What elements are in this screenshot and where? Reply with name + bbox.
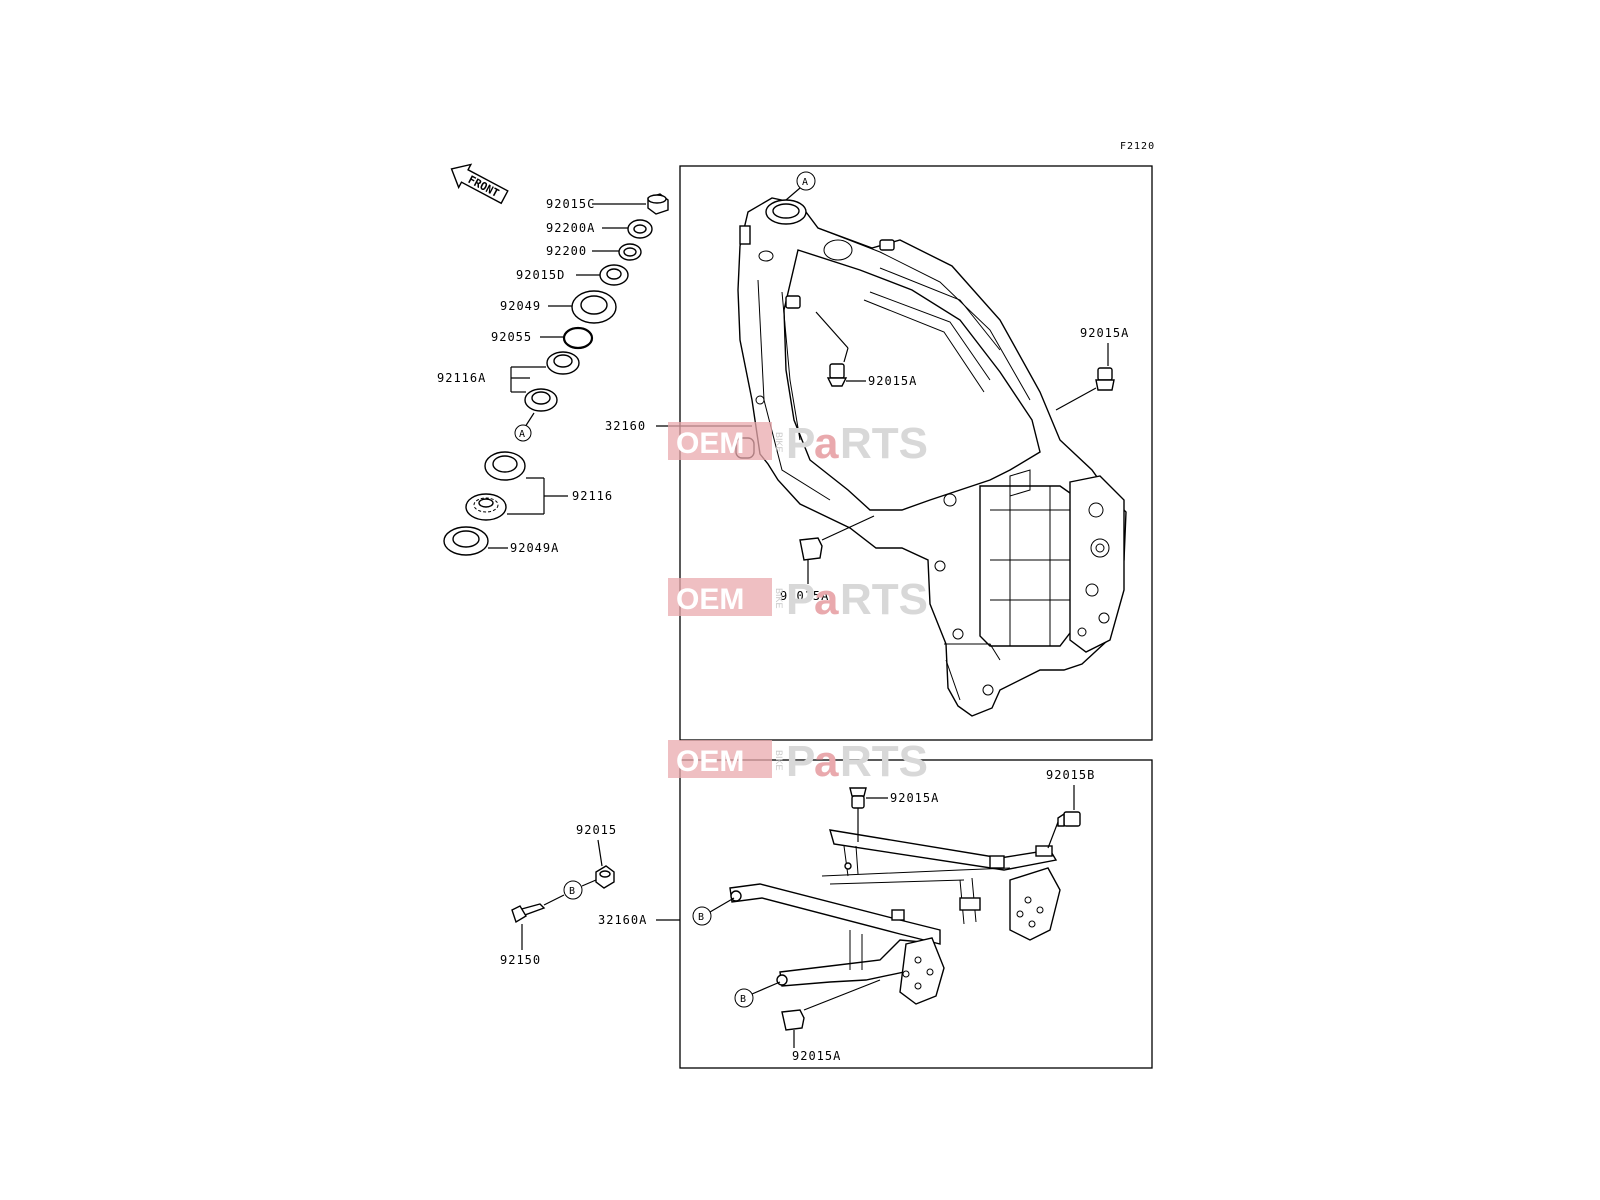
svg-text:OEM: OEM (676, 427, 744, 460)
locknut-icon (599, 264, 629, 286)
steering-stem-nut-icon (647, 193, 669, 215)
bolt-icon (781, 1009, 805, 1031)
callout-b-fastener (563, 880, 583, 900)
part-label-92200: 92200 (546, 244, 587, 258)
watermark-logo: OEM BIKE P a RTS (668, 575, 928, 624)
bolt-icon (511, 903, 546, 924)
washer-icon (618, 243, 642, 261)
svg-text:BIKE: BIKE (774, 750, 784, 771)
part-label-92015b: 92015B (1046, 768, 1095, 782)
callout-b-subframe-lower (734, 988, 754, 1008)
bolt-icon (826, 363, 848, 387)
seal-icon (443, 526, 489, 556)
subframe-drawing (729, 829, 1061, 1005)
part-label-92015a-frame-lower: 92015A (780, 589, 829, 603)
part-label-92116: 92116 (572, 489, 613, 503)
callout-b-subframe-lower-label: B (740, 994, 746, 1005)
svg-text:a: a (814, 575, 839, 624)
callout-b-subframe-upper-label: B (698, 912, 704, 923)
bearing-race-icon (484, 451, 526, 481)
part-label-92055: 92055 (491, 330, 532, 344)
bearing-race-icon (546, 351, 580, 375)
part-label-92015: 92015 (576, 823, 617, 837)
callout-a-steering-label: A (519, 429, 525, 440)
svg-text:a: a (814, 419, 839, 468)
callout-b-subframe-upper (692, 906, 712, 926)
watermark-logo: OEM BIKE P a RTS (668, 737, 928, 786)
svg-text:BIKE: BIKE (774, 588, 784, 609)
bolt-icon (1057, 811, 1081, 827)
bolt-icon (849, 787, 867, 809)
tapered-bearing-icon (465, 493, 507, 521)
part-label-92015a-subframe-bottom: 92015A (792, 1049, 841, 1063)
svg-text:P: P (786, 737, 815, 786)
front-arrow-icon: FRONT (450, 163, 509, 205)
main-frame-drawing (735, 197, 1127, 717)
callout-b-fastener-label: B (569, 886, 575, 897)
part-label-92015a-frame-upper: 92015A (868, 374, 917, 388)
diagram-code: F2120 (1120, 141, 1155, 152)
svg-text:RTS: RTS (840, 737, 928, 786)
part-label-92015c: 92015C (546, 197, 595, 211)
front-arrow-label: FRONT (466, 173, 502, 200)
part-label-32160a: 32160A (598, 913, 647, 927)
part-label-92015a-subframe-top: 92015A (890, 791, 939, 805)
nut-icon (595, 865, 615, 889)
part-label-92049: 92049 (500, 299, 541, 313)
bolt-icon (799, 537, 823, 561)
part-label-92015a-frame-right: 92015A (1080, 326, 1129, 340)
svg-text:OEM: OEM (676, 745, 744, 778)
subframe-panel (679, 759, 1153, 1069)
part-label-92015d: 92015D (516, 268, 565, 282)
part-label-32160: 32160 (605, 419, 646, 433)
bolt-icon (1095, 367, 1115, 391)
bearing-race-icon (524, 388, 558, 412)
part-label-92150: 92150 (500, 953, 541, 967)
callout-a-frame (796, 171, 816, 191)
callout-a-steering (514, 424, 532, 442)
watermark-logo: OEM BIKE P a RTS (668, 419, 928, 468)
svg-text:a: a (814, 737, 839, 786)
part-label-92200a: 92200A (546, 221, 595, 235)
svg-text:RTS: RTS (840, 575, 928, 624)
o-ring-icon (562, 326, 594, 350)
svg-text:RTS: RTS (840, 419, 928, 468)
part-label-92116a: 92116A (437, 371, 486, 385)
part-label-92049a: 92049A (510, 541, 559, 555)
washer-icon (627, 219, 653, 239)
seal-icon (571, 290, 617, 324)
svg-text:BIKE: BIKE (774, 432, 784, 453)
svg-text:P: P (786, 575, 815, 624)
callout-a-frame-label: A (802, 177, 808, 188)
svg-text:P: P (786, 419, 815, 468)
svg-text:OEM: OEM (676, 583, 744, 616)
